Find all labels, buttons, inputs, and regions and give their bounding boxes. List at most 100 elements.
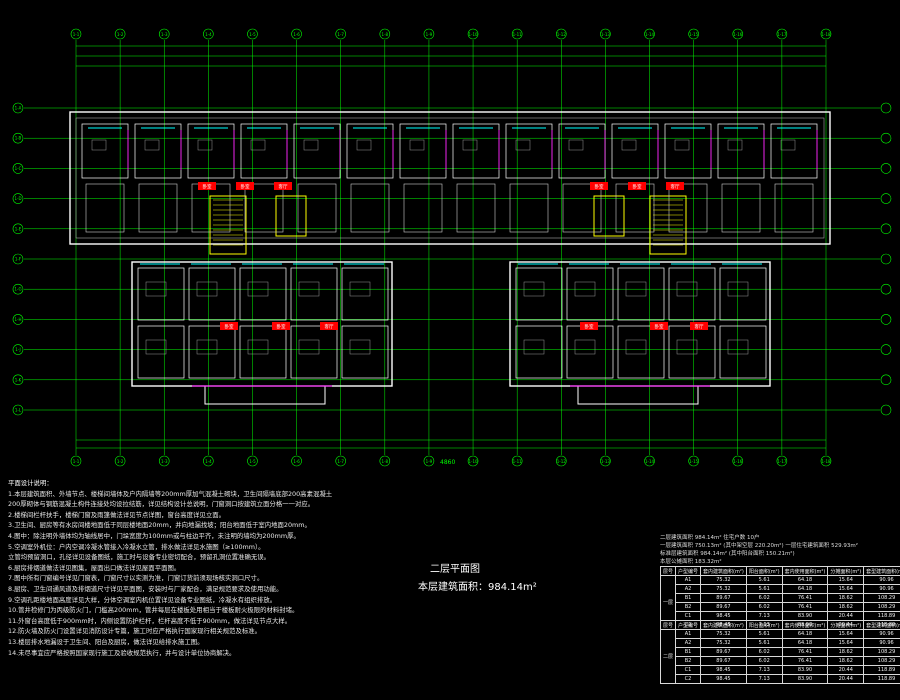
axis-bubble-left bbox=[12, 223, 24, 235]
room-tag-box bbox=[220, 322, 238, 330]
table-cell: 18.62 bbox=[827, 647, 865, 657]
room-partition-lower bbox=[244, 183, 284, 233]
axis-label-bottom: 1-5 bbox=[249, 459, 256, 464]
table-cell: 108.29 bbox=[863, 593, 900, 603]
axis-bubble-left bbox=[12, 314, 24, 325]
axis-bubble-bottom bbox=[820, 455, 832, 467]
table-cell: 108.29 bbox=[863, 647, 900, 657]
wing-room bbox=[719, 267, 767, 321]
table-cell: 108.29 bbox=[863, 602, 900, 612]
room-partition-upper bbox=[81, 123, 129, 179]
table-header-cell: 套型建筑面积(m²) bbox=[863, 620, 900, 630]
axis-bubble-top bbox=[379, 28, 391, 40]
axis-bubble-bottom bbox=[555, 455, 567, 467]
axis-bubble-right bbox=[880, 404, 892, 416]
axis-bubble-bottom bbox=[203, 455, 214, 467]
room-partition-lower bbox=[403, 183, 443, 233]
axis-label-left: 1-E bbox=[15, 226, 22, 231]
room-tag-box bbox=[580, 322, 598, 330]
axis-bubble-right bbox=[880, 253, 892, 265]
table-header-cell: 层号 bbox=[659, 620, 677, 630]
table-cell: 20.44 bbox=[827, 674, 865, 684]
room-tag-label: 卧室 bbox=[585, 323, 594, 330]
axis-label-top: 1-2 bbox=[117, 32, 124, 37]
room-partition-upper bbox=[558, 123, 606, 179]
table-cell: 5.61 bbox=[745, 575, 783, 585]
elevator-left bbox=[275, 195, 307, 237]
axis-label-left: 1-B bbox=[15, 136, 22, 141]
room-tag-box bbox=[198, 182, 216, 190]
table-cell: 118.89 bbox=[863, 665, 900, 675]
wing-fixture bbox=[247, 281, 269, 297]
axis-label-bottom: 1-3 bbox=[161, 459, 168, 464]
wing-fixture bbox=[349, 339, 371, 355]
left-wing-balcony bbox=[204, 385, 326, 405]
axis-bubble-left bbox=[12, 374, 24, 386]
table-cell: 64.18 bbox=[781, 629, 829, 639]
axis-bubble-bottom bbox=[688, 455, 699, 467]
axis-bubble-top bbox=[291, 28, 302, 40]
notes-heading: 平面设计说明： bbox=[8, 479, 53, 487]
axis-label-bottom: 1-16 bbox=[733, 459, 743, 464]
wing-room bbox=[617, 267, 665, 321]
wing-fixture bbox=[574, 281, 596, 297]
table-cell: 18.62 bbox=[827, 602, 865, 612]
axis-bubble-right bbox=[880, 223, 892, 235]
room-partition-lower bbox=[85, 183, 125, 233]
axis-bubble-bottom bbox=[467, 455, 479, 467]
note-line: 9.空调孔距楼地面高度详见大样，分体空调室内机位置详见设备专业图纸，冷凝水有组织… bbox=[8, 595, 277, 604]
table-cell: 89.67 bbox=[700, 656, 747, 666]
axis-bubble-left bbox=[12, 132, 24, 144]
room-partition-lower bbox=[297, 183, 337, 233]
note-line: 8.厨房、卫生间通风道及排烟道尺寸详见平面图，安装时与厂家配合，满足规范要求及使… bbox=[8, 584, 283, 593]
axis-label-bottom: 1-12 bbox=[557, 459, 567, 464]
axis-label-top: 1-11 bbox=[513, 32, 523, 37]
axis-bubble-top bbox=[335, 28, 347, 40]
axis-label-bottom: 1-4 bbox=[205, 459, 212, 464]
wing-fixture bbox=[247, 339, 269, 355]
wing-room bbox=[341, 325, 389, 379]
axis-label-bottom: 1-6 bbox=[293, 459, 300, 464]
wing-room bbox=[290, 325, 338, 379]
axis-bubble-top bbox=[644, 28, 655, 40]
room-tag-label: 客厅 bbox=[325, 323, 334, 330]
table-cell: 6.02 bbox=[745, 593, 783, 603]
axis-bubble-bottom bbox=[776, 455, 788, 467]
fixture-outline bbox=[303, 139, 319, 151]
axis-label-top: 1-7 bbox=[337, 32, 344, 37]
table-cell: 7.13 bbox=[745, 674, 783, 684]
fixture-outline bbox=[515, 139, 531, 151]
wing-fixture bbox=[145, 339, 167, 355]
table-cell: 118.89 bbox=[863, 674, 900, 684]
table-cell: 5.61 bbox=[745, 584, 783, 594]
axis-bubble-top bbox=[732, 28, 744, 40]
room-partition-upper bbox=[240, 123, 288, 179]
table-cell: B2 bbox=[675, 656, 702, 666]
table-cell: C2 bbox=[675, 674, 702, 684]
axis-bubble-bottom bbox=[158, 455, 170, 467]
fixture-outline bbox=[250, 139, 266, 151]
table-cell: 15.64 bbox=[827, 584, 865, 594]
axis-label-bottom: 1-7 bbox=[337, 459, 344, 464]
upper-band-outline bbox=[69, 111, 831, 245]
table-cell: A1 bbox=[675, 629, 702, 639]
area-value: 984.14m² bbox=[488, 582, 537, 593]
wing-room bbox=[668, 325, 716, 379]
table-cell: 76.41 bbox=[781, 593, 829, 603]
axis-bubble-left bbox=[12, 193, 24, 204]
table-cell: 18.62 bbox=[827, 593, 865, 603]
wing-room bbox=[719, 325, 767, 379]
axis-bubble-top bbox=[776, 28, 788, 40]
axis-label-left: 1-F bbox=[15, 257, 22, 262]
fixture-outline bbox=[621, 139, 637, 151]
fixture-outline bbox=[356, 139, 372, 151]
right-wing-outline bbox=[509, 261, 771, 387]
table-cell: A2 bbox=[675, 638, 702, 648]
table-cell: 89.67 bbox=[700, 593, 747, 603]
room-tag-box bbox=[690, 322, 708, 330]
table-cell: A1 bbox=[675, 575, 702, 585]
axis-bubble-right bbox=[880, 344, 892, 355]
note-line: 5.空调室外机位：户内空调冷凝水管接入冷凝水立管，排水做法详见水施图（≥100m… bbox=[8, 542, 265, 551]
